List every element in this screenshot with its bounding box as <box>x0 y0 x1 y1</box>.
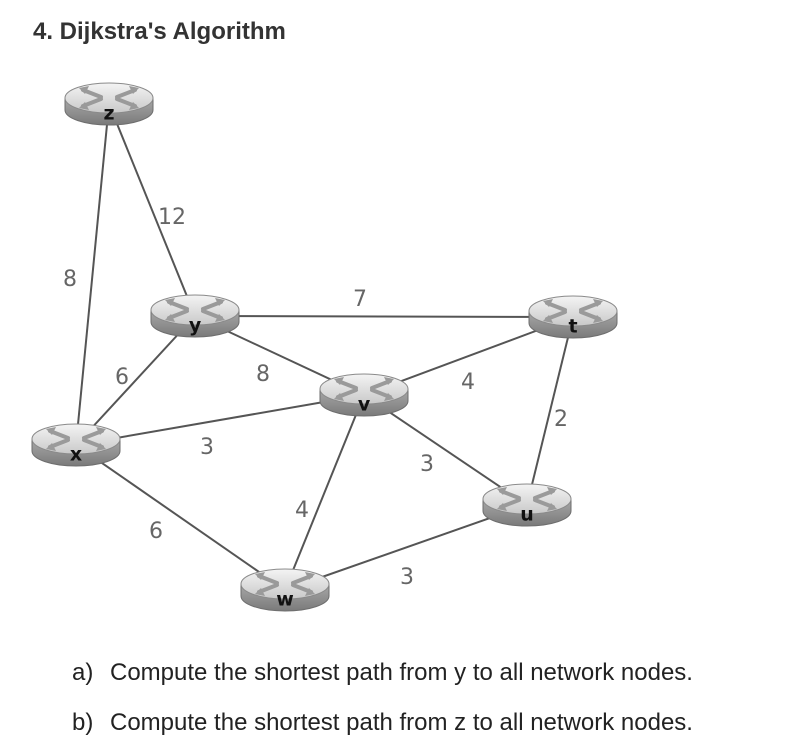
router-icon <box>79 86 139 110</box>
edge-w-u <box>284 504 528 591</box>
edge-t-u <box>526 316 574 506</box>
edge-cost-label: 8 <box>256 362 270 387</box>
router-node-w: w <box>240 568 330 612</box>
router-icon <box>165 298 225 322</box>
nodes-layer: z y t v x u w <box>31 82 618 612</box>
edge-cost-label: 8 <box>63 267 77 292</box>
node-label: v <box>358 394 371 416</box>
question-text: Compute the shortest path from y to all … <box>110 659 693 686</box>
router-icon <box>255 572 315 596</box>
edge-y-x <box>75 315 196 446</box>
question-item: a) Compute the shortest path from y to a… <box>72 648 693 698</box>
router-node-t: t <box>528 295 618 339</box>
router-icon <box>497 487 557 511</box>
node-label: y <box>189 315 202 337</box>
question-marker: b) <box>72 709 94 736</box>
router-node-x: x <box>31 423 121 467</box>
edges-layer: 12 8 7 6 8 3 6 4 4 3 2 3 <box>63 103 574 591</box>
router-icon <box>334 377 394 401</box>
edge-cost-label: 3 <box>400 565 414 590</box>
node-label: w <box>276 589 294 611</box>
edge-y-t <box>194 315 574 318</box>
router-node-u: u <box>482 483 572 527</box>
router-node-v: v <box>319 373 409 417</box>
edge-z-x <box>75 103 110 446</box>
edge-cost-label: 12 <box>158 205 186 230</box>
router-icon <box>543 299 603 323</box>
edge-x-v <box>75 394 365 446</box>
router-icon <box>46 427 106 451</box>
page-title: 4. Dijkstra's Algorithm <box>33 18 286 45</box>
edge-cost-label: 3 <box>200 435 214 460</box>
router-node-z: z <box>64 82 154 126</box>
question-item: b) Compute the shortest path from z to a… <box>72 698 693 748</box>
edge-cost-label: 4 <box>295 498 309 523</box>
node-label: z <box>103 103 114 125</box>
edge-cost-label: 6 <box>149 519 163 544</box>
router-node-y: y <box>150 294 240 338</box>
edge-cost-label: 6 <box>115 365 129 390</box>
edge-cost-label: 2 <box>554 407 568 432</box>
edge-v-w <box>284 394 365 591</box>
question-text: Compute the shortest path from z to all … <box>110 709 693 736</box>
node-label: u <box>520 504 534 526</box>
question-list: a) Compute the shortest path from y to a… <box>72 648 693 748</box>
edge-cost-label: 4 <box>461 370 475 395</box>
node-label: t <box>568 316 577 338</box>
node-label: x <box>70 444 82 466</box>
edge-x-w <box>75 444 286 591</box>
edge-cost-label: 3 <box>420 452 434 477</box>
network-graph: 12 8 7 6 8 3 6 4 4 3 2 3 z y t v x u w <box>31 82 618 612</box>
edge-cost-label: 7 <box>353 287 367 312</box>
edge-z-y <box>108 103 196 317</box>
edge-v-u <box>363 394 528 506</box>
question-marker: a) <box>72 659 94 686</box>
